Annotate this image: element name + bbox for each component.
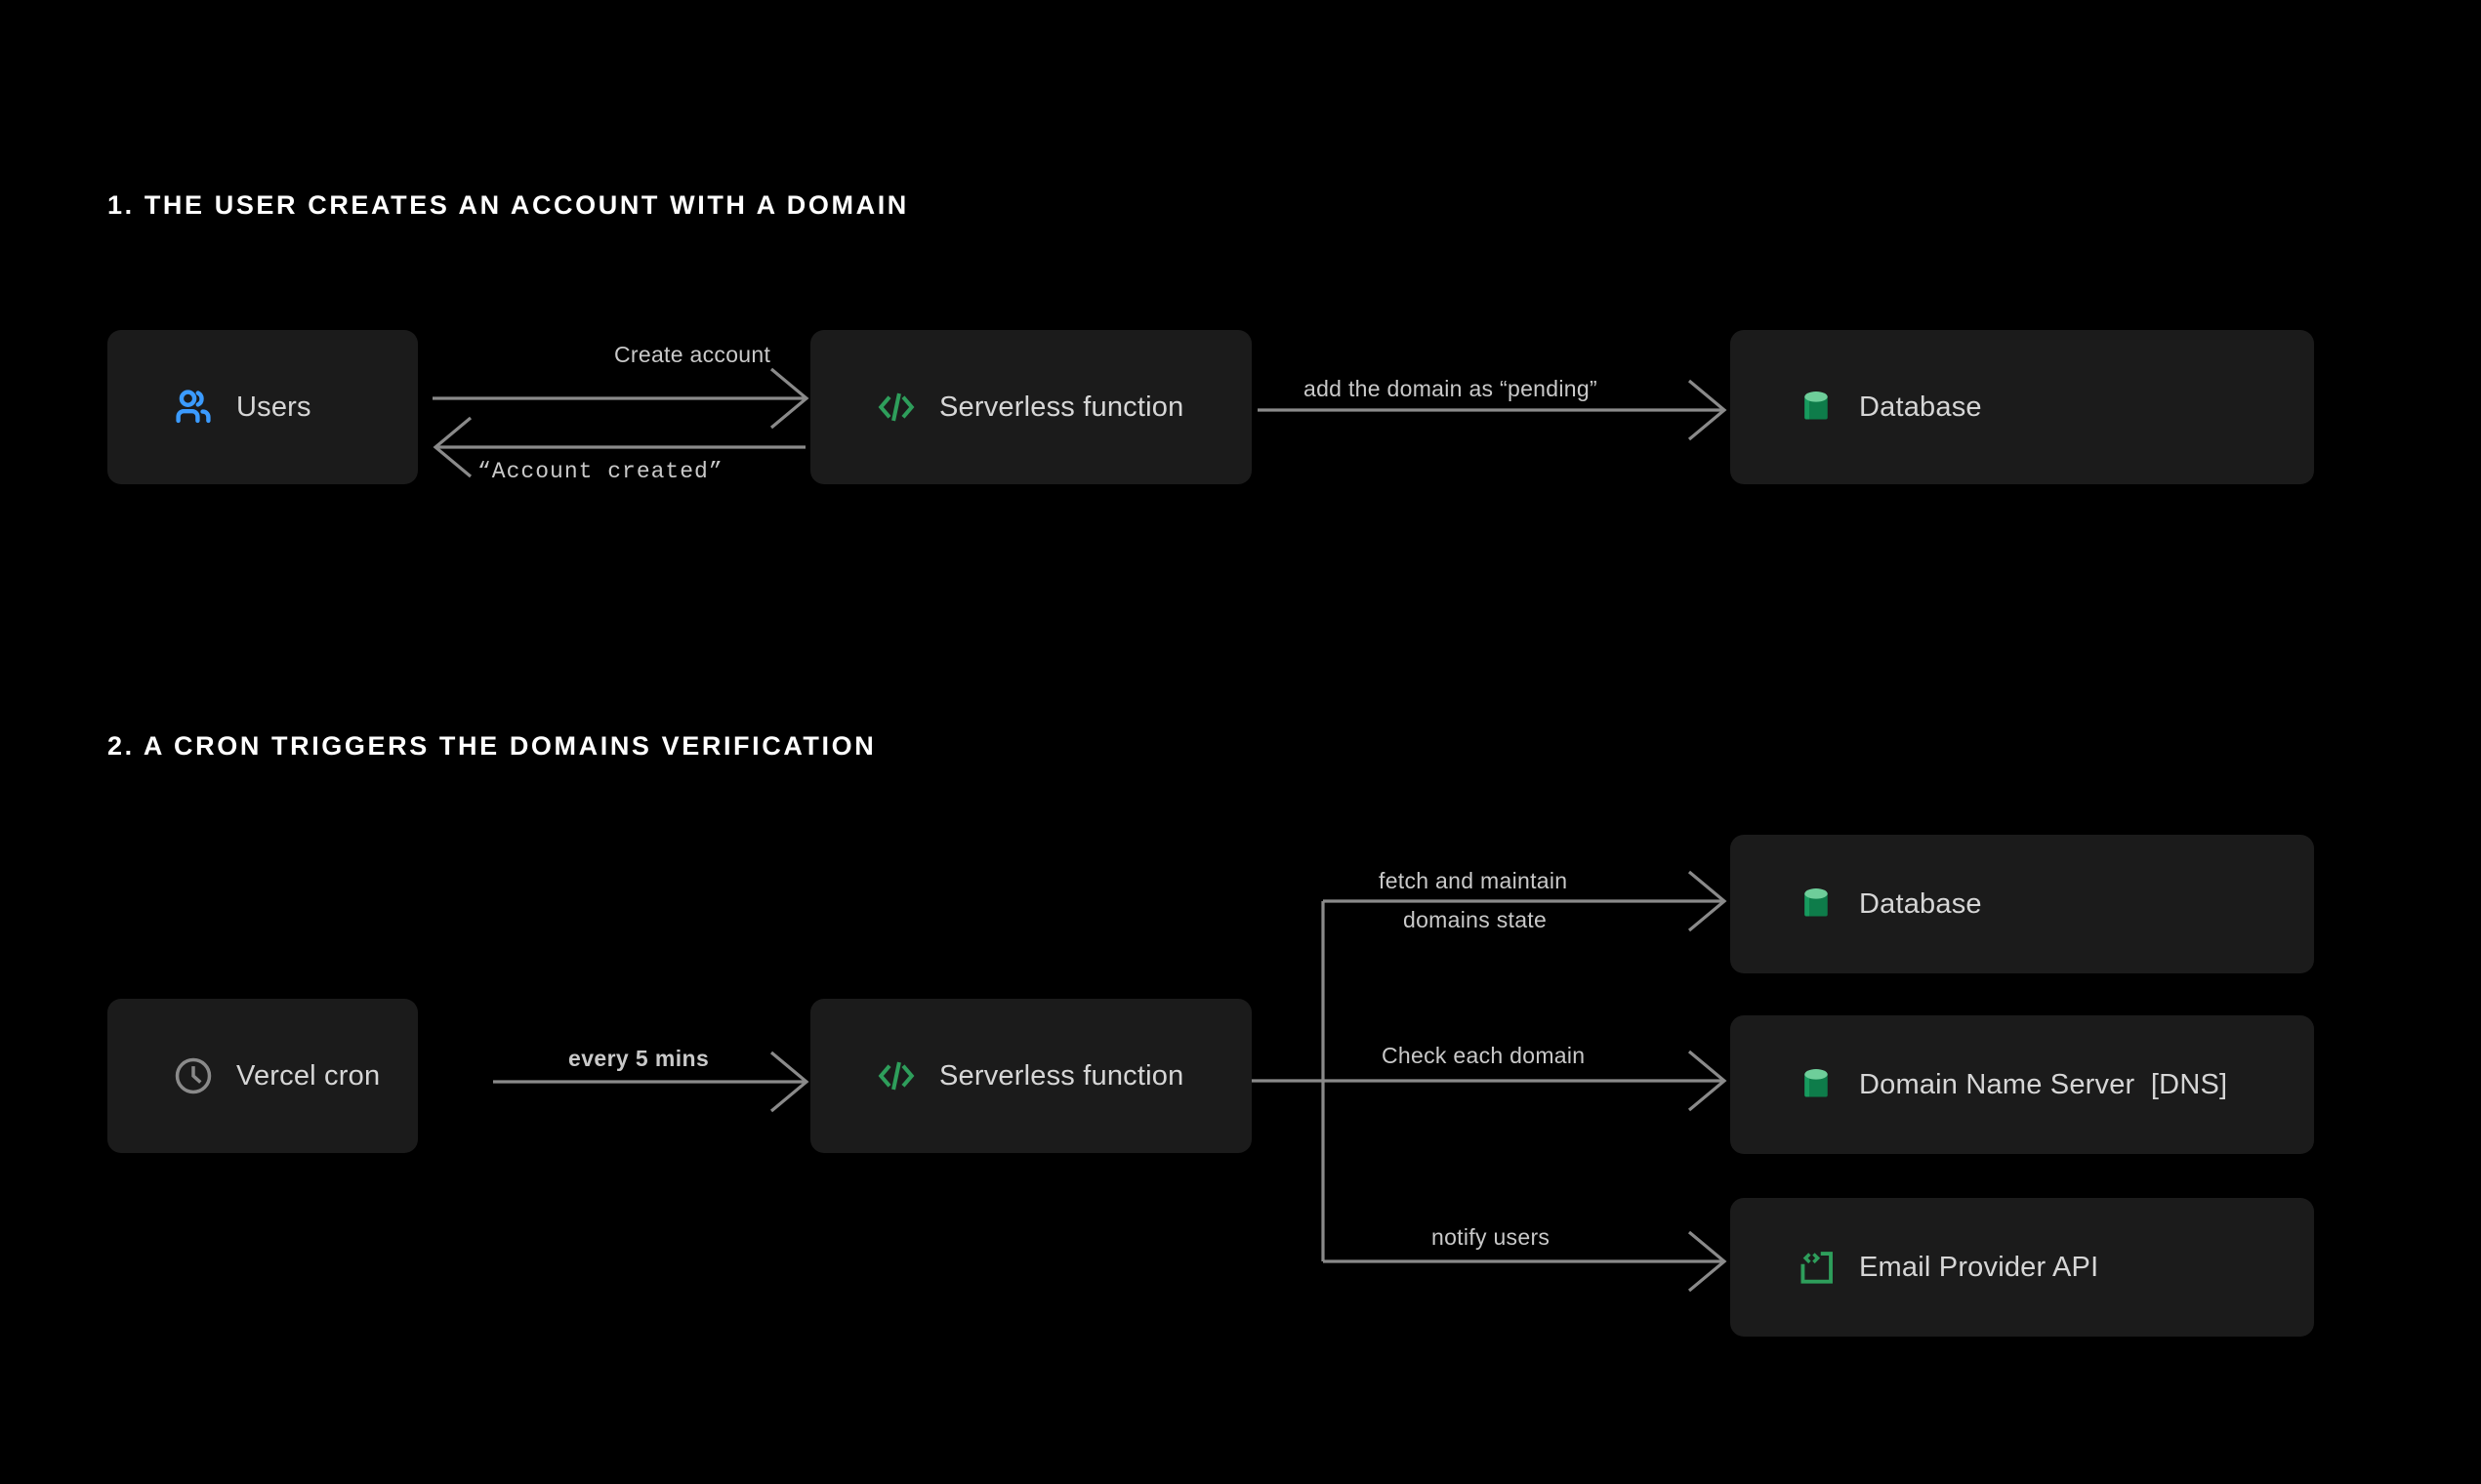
edge-label-account-created: “Account created” [477,459,724,484]
node-domain-name-server[interactable]: Domain Name Server [DNS] [1730,1015,2314,1154]
node-vercel-cron-label: Vercel cron [236,1059,381,1092]
code-icon [878,1061,915,1091]
code-icon [878,392,915,422]
node-database-1[interactable]: Database [1730,330,2314,484]
node-database-2-label: Database [1859,887,1982,920]
node-serverless-function-2[interactable]: Serverless function [810,999,1252,1153]
database-cylinder-icon [1804,888,1828,917]
node-database-1-label: Database [1859,391,1982,423]
node-vercel-cron[interactable]: Vercel cron [107,999,418,1153]
node-serverless-function-1-label: Serverless function [939,391,1184,423]
database-cylinder-icon [1804,392,1828,420]
node-serverless-function-2-label: Serverless function [939,1059,1184,1092]
clock-icon [175,1057,212,1094]
edge-label-check-each-domain: Check each domain [1382,1043,1586,1068]
node-serverless-function-1[interactable]: Serverless function [810,330,1252,484]
database-cylinder-icon [1804,1069,1828,1097]
section-1-heading: 1. THE USER CREATES AN ACCOUNT WITH A DO… [107,190,909,220]
edge-label-fetch-and-maintain: fetch and maintain [1379,868,1568,893]
users-icon [176,390,211,424]
edge-label-notify-users: notify users [1431,1224,1551,1250]
edge-label-every-5-mins: every 5 mins [568,1046,710,1071]
edge-label-add-pending: add the domain as “pending” [1303,376,1597,401]
node-users[interactable]: Users [107,330,418,484]
edge-create-account [433,367,809,430]
node-domain-name-server-label: Domain Name Server [DNS] [1859,1068,2228,1100]
api-bracket-icon [1800,1252,1833,1284]
node-database-2[interactable]: Database [1730,835,2314,973]
edge-label-create-account: Create account [614,342,771,367]
node-email-provider-api[interactable]: Email Provider API [1730,1198,2314,1337]
node-users-label: Users [236,391,311,423]
node-email-provider-api-label: Email Provider API [1859,1251,2099,1283]
edge-label-domains-state: domains state [1403,907,1548,932]
section-2-heading: 2. A CRON TRIGGERS THE DOMAINS VERIFICAT… [107,731,877,761]
